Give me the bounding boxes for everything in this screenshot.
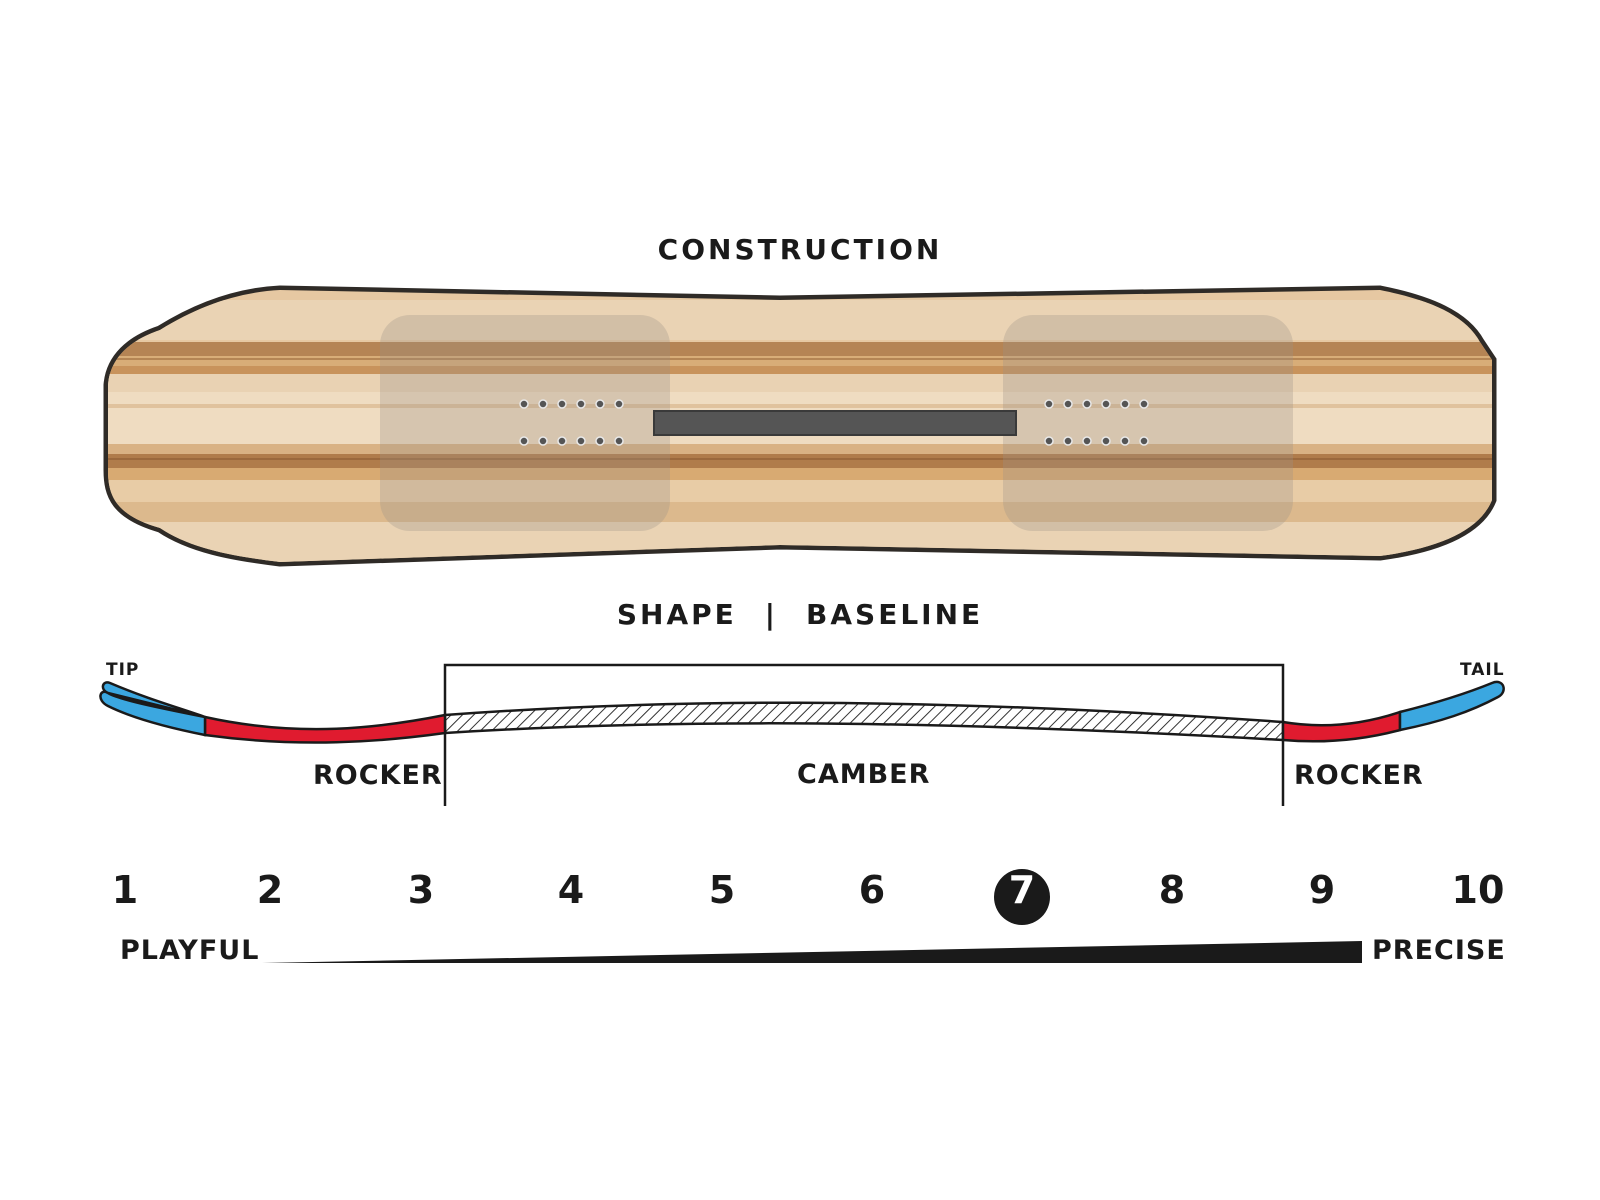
playful-precise-wedge bbox=[262, 941, 1362, 963]
precise-label: PRECISE bbox=[1372, 935, 1506, 966]
playful-label: PLAYFUL bbox=[120, 935, 260, 966]
scale-number-8: 8 bbox=[1158, 868, 1186, 912]
camber-section bbox=[443, 701, 1285, 742]
tip-label: TIP bbox=[106, 660, 140, 680]
scale-number-2: 2 bbox=[256, 868, 284, 912]
right-rocker-section bbox=[1281, 710, 1402, 743]
tip-section bbox=[99, 681, 207, 737]
scale-number-9: 9 bbox=[1308, 868, 1336, 912]
scale-number-5: 5 bbox=[708, 868, 736, 912]
rear-inserts bbox=[1044, 399, 1149, 446]
front-insert-pad bbox=[380, 315, 670, 531]
scale-number-1: 1 bbox=[111, 868, 139, 912]
scale-number-4: 4 bbox=[557, 868, 585, 912]
tail-section bbox=[1398, 680, 1505, 732]
camber-label: CAMBER bbox=[797, 759, 931, 790]
scale-number-10: 10 bbox=[1451, 868, 1505, 912]
scale-number-6: 6 bbox=[858, 868, 886, 912]
left-rocker-label: ROCKER bbox=[313, 760, 443, 791]
rear-insert-pad bbox=[1003, 315, 1293, 531]
scale-number-3: 3 bbox=[407, 868, 435, 912]
shape-title: SHAPE bbox=[616, 598, 737, 631]
baseline-title: BASELINE bbox=[806, 598, 984, 631]
scale-number-7-selected: 7 bbox=[1008, 868, 1036, 912]
left-rocker-section bbox=[203, 713, 447, 744]
shape-baseline-title: SHAPE | BASELINE bbox=[0, 598, 1600, 631]
front-inserts bbox=[519, 399, 624, 446]
construction-title: CONSTRUCTION bbox=[657, 233, 943, 266]
right-rocker-label: ROCKER bbox=[1294, 760, 1424, 791]
title-separator: | bbox=[764, 598, 779, 631]
center-channel bbox=[653, 410, 1017, 436]
selected-value-marker bbox=[994, 869, 1050, 925]
tail-label: TAIL bbox=[1460, 660, 1505, 680]
